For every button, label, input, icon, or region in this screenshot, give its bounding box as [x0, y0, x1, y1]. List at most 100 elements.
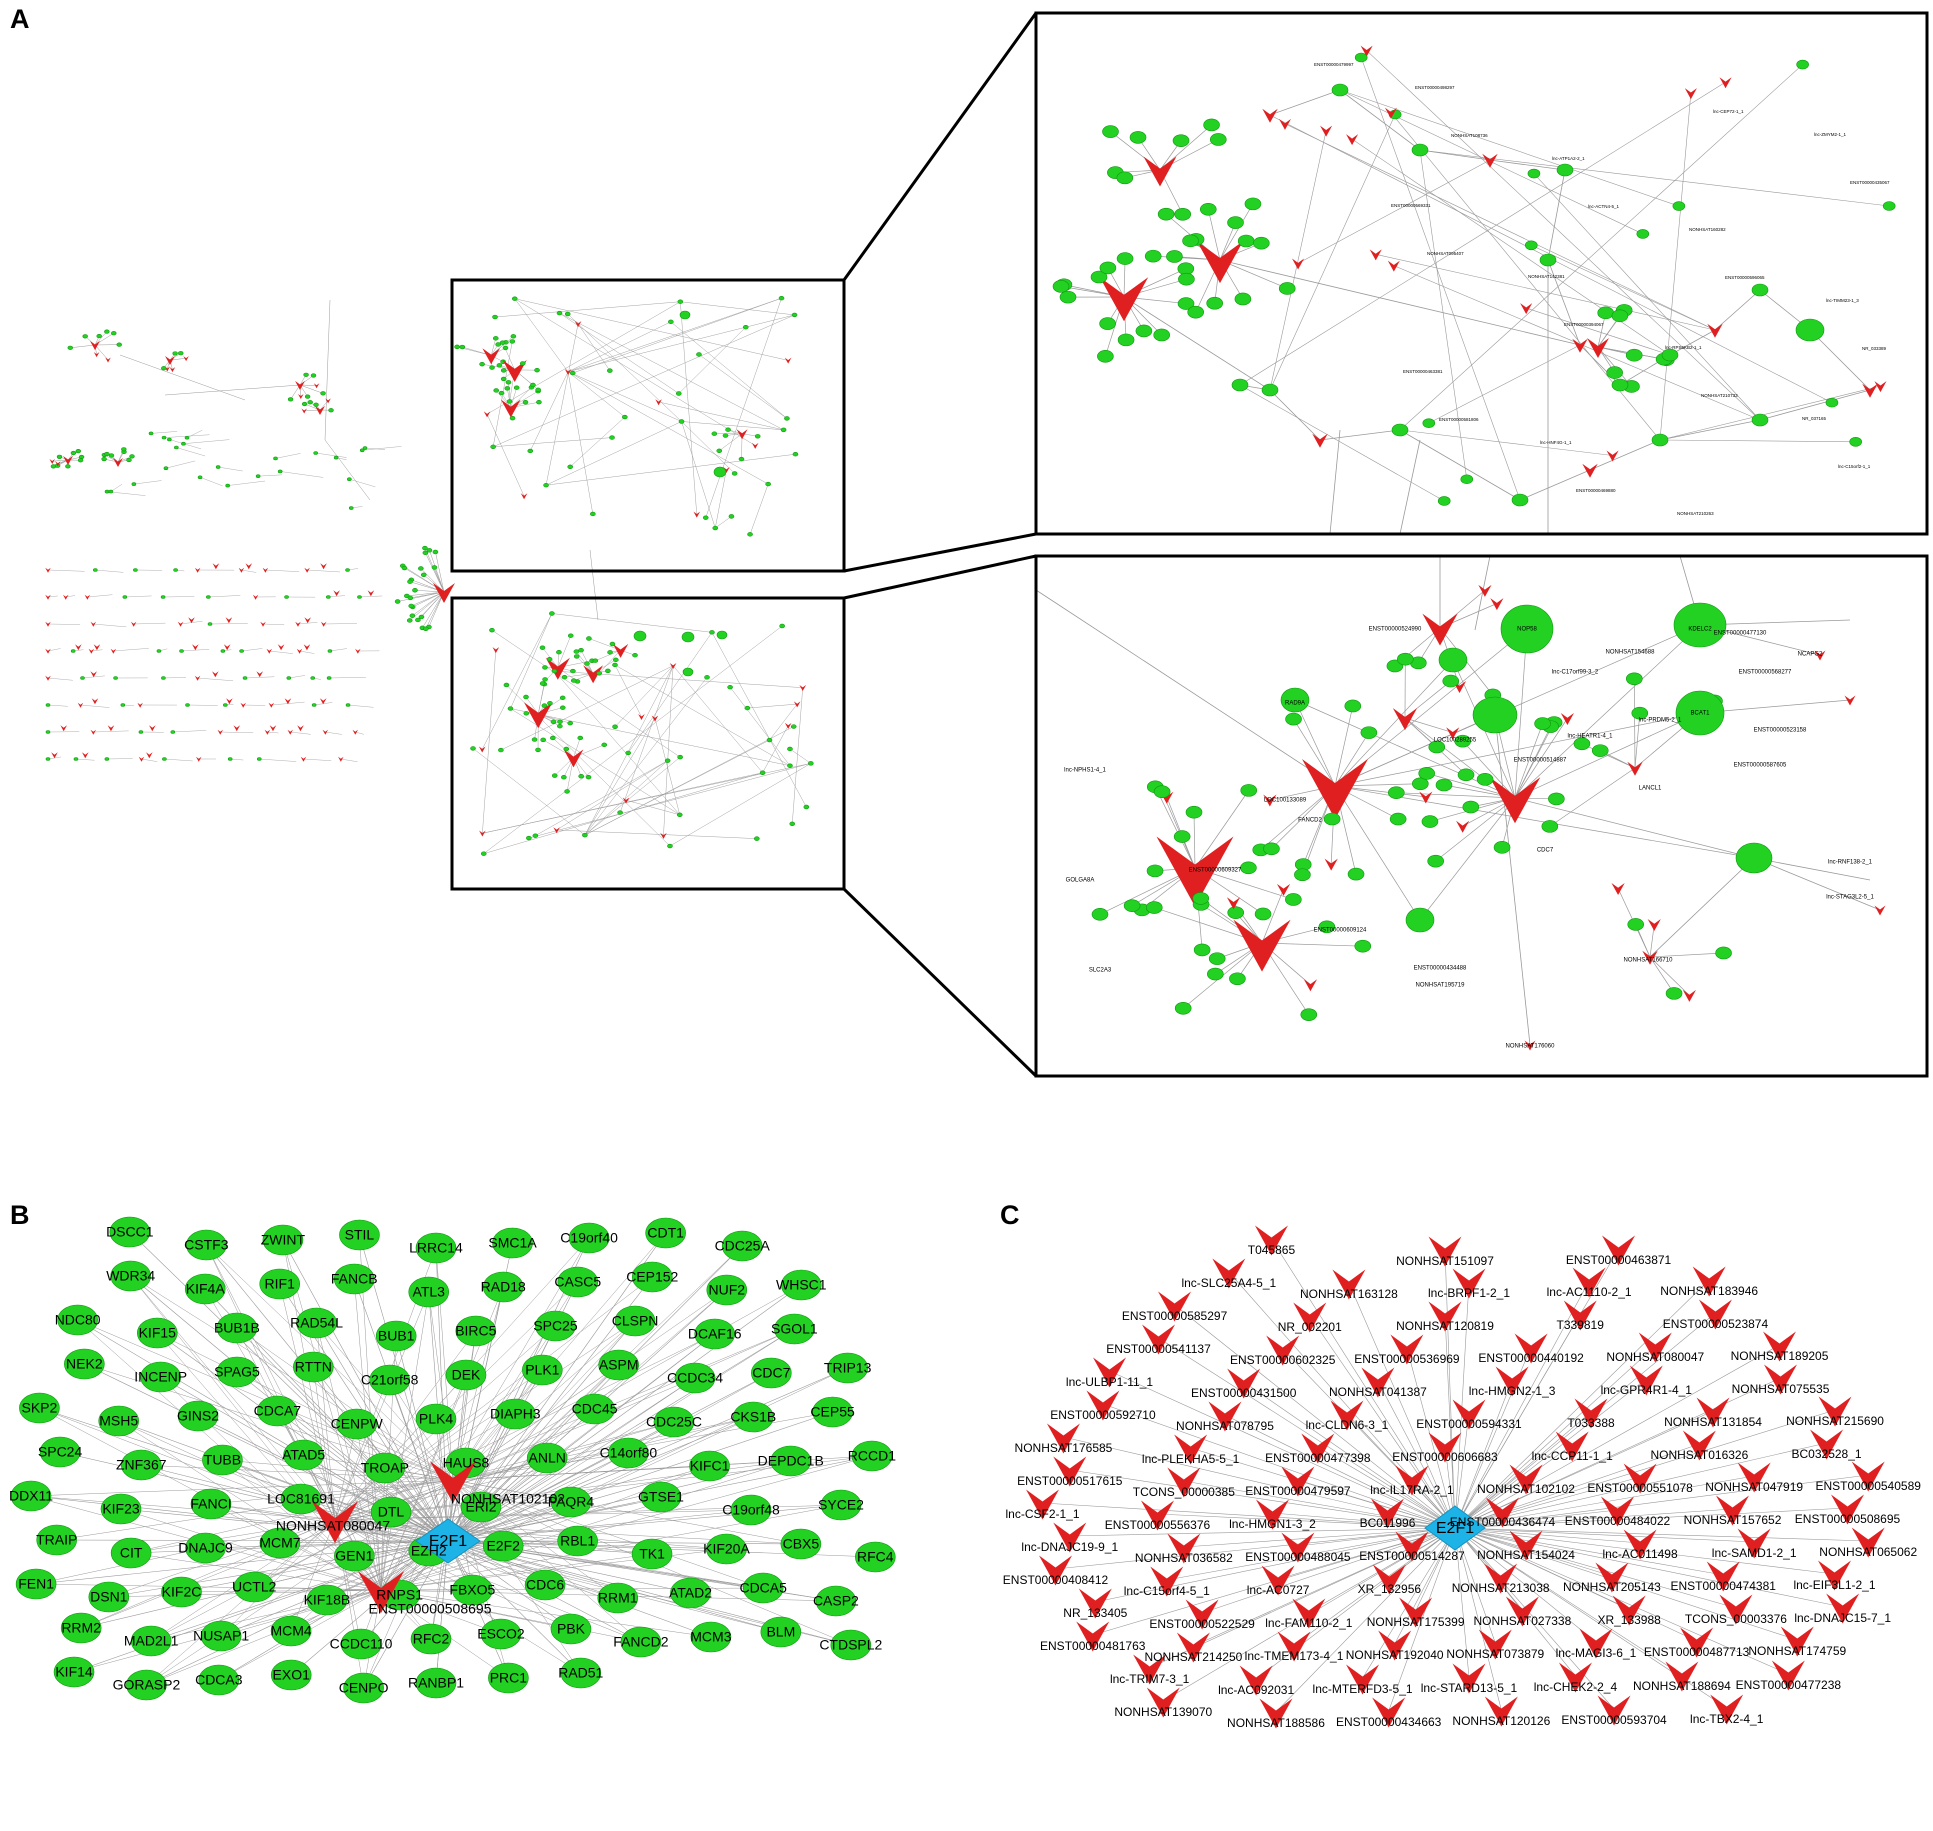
gene-node: [731, 471, 738, 476]
gene-label: MCM3: [690, 1629, 731, 1645]
gene-node: [407, 595, 414, 601]
gene-node: [754, 836, 760, 841]
lncrna-label: ENST00000602325: [1230, 1353, 1336, 1367]
gene-label: CCDC34: [667, 1370, 723, 1386]
edge: [1334, 732, 1370, 787]
gene-node-cep152: [631, 1261, 673, 1293]
lncrna-label: ENST00000541137: [1106, 1342, 1211, 1356]
lncrna-node: [1602, 1235, 1636, 1266]
edge: [1329, 429, 1341, 535]
lncrna-label: lnc-STARD13-5_1: [1421, 1681, 1518, 1695]
gene-label: SMC1A: [488, 1235, 537, 1251]
edge: [164, 758, 193, 762]
gene-node: [1796, 59, 1809, 70]
node-label: NR_037165: [1802, 416, 1827, 421]
gene-node: [126, 457, 132, 463]
lncrna-label: ENST00000488045: [1245, 1550, 1351, 1564]
gene-node-znf367: [120, 1449, 162, 1481]
gene-node: [223, 703, 228, 707]
lncrna-node: [1595, 1562, 1629, 1593]
lncrna-node: [269, 725, 277, 732]
lncrna-node: [1099, 277, 1149, 322]
lncrna-node: [482, 348, 500, 365]
lncrna-node: [1647, 918, 1661, 931]
gene-node: [328, 408, 334, 413]
gene-node: [681, 631, 695, 643]
gene-label: PRC1: [490, 1670, 528, 1686]
edge: [546, 453, 796, 486]
gene-node-gorasp2: [126, 1669, 167, 1701]
edge: [545, 323, 579, 486]
gene-node: [111, 331, 117, 336]
lncrna-node: [1372, 1564, 1406, 1595]
lncrna-node: [574, 321, 582, 328]
gene-node: [561, 674, 568, 680]
gene-node: [1476, 773, 1494, 786]
edge: [380, 1460, 791, 1591]
edge: [222, 1459, 449, 1542]
lncrna-label: ENST00000517615: [1017, 1474, 1123, 1488]
gene-node: [1263, 842, 1280, 856]
gene-node: [570, 668, 576, 674]
lncrna-node: [1716, 1495, 1749, 1526]
gene-node-c19orf48: [730, 1494, 772, 1526]
gene-node: [791, 312, 798, 318]
node-label: ENST00000581806: [1439, 417, 1479, 422]
lncrna-node: [1572, 1267, 1606, 1298]
node-label: BCAT1: [1691, 711, 1711, 717]
gene-node: [536, 399, 542, 405]
edge: [1334, 712, 1701, 787]
gene-node: [273, 456, 278, 461]
gene-label: ATAD2: [669, 1585, 712, 1601]
edge: [1157, 1513, 1456, 1529]
lncrna-node: [784, 722, 792, 729]
gene-node: [70, 450, 77, 456]
lncrna-label: lnc-GPR4R1-4_1: [1601, 1383, 1693, 1397]
edge: [300, 1479, 454, 1500]
gene-node: [1882, 201, 1896, 211]
edge: [1454, 1345, 1656, 1529]
edge: [567, 371, 625, 418]
lncrna-node: [1303, 979, 1318, 992]
lncrna-label: NONHSAT176585: [1015, 1441, 1113, 1455]
gene-node: [1626, 672, 1643, 686]
gene-node: [1099, 261, 1117, 275]
gene-node: [738, 456, 745, 462]
lncrna-node: [1259, 1698, 1293, 1729]
edge: [495, 301, 681, 318]
lncrna-node: [245, 563, 253, 570]
lncrna-node: [429, 1461, 477, 1504]
gene-label: BLM: [766, 1624, 795, 1640]
edge: [94, 344, 109, 360]
gene-node: [759, 770, 766, 775]
lncrna-node: [183, 356, 189, 362]
gene-node: [1240, 784, 1258, 797]
lncrna-node: [1263, 794, 1277, 807]
edge: [141, 1464, 454, 1481]
gene-node: [499, 340, 506, 345]
edge: [568, 314, 795, 372]
lncrna-label: ENST00000522529: [1149, 1617, 1255, 1631]
gene-node: [1294, 868, 1311, 882]
lncrna-node: [736, 429, 748, 440]
gene-node-ddx11: [10, 1480, 52, 1512]
edge: [1519, 469, 1591, 501]
gene-node: [133, 568, 138, 572]
lncrna-node: [1293, 1302, 1327, 1333]
node-label: lnc-PRDM5-2_1: [1639, 718, 1682, 724]
edge: [334, 1519, 362, 1645]
lncrna-node: [352, 729, 359, 735]
lncrna-label: ENST00000540589: [1816, 1479, 1922, 1493]
gene-node: [1278, 282, 1296, 295]
edge: [1419, 797, 1516, 921]
node-label: NONHSAT160282: [1689, 227, 1726, 232]
lncrna-label: lnc-MTERFD3-5_1: [1313, 1682, 1413, 1696]
lncrna-node: [62, 594, 69, 600]
edge: [1454, 1527, 1502, 1711]
lncrna-label: lnc-ULBP1-11_1: [1066, 1375, 1153, 1389]
gene-node: [550, 719, 557, 724]
edge: [1462, 740, 1516, 799]
gene-node-ranbp1: [415, 1667, 457, 1699]
edge: [1154, 786, 1196, 869]
edge: [1261, 889, 1284, 944]
